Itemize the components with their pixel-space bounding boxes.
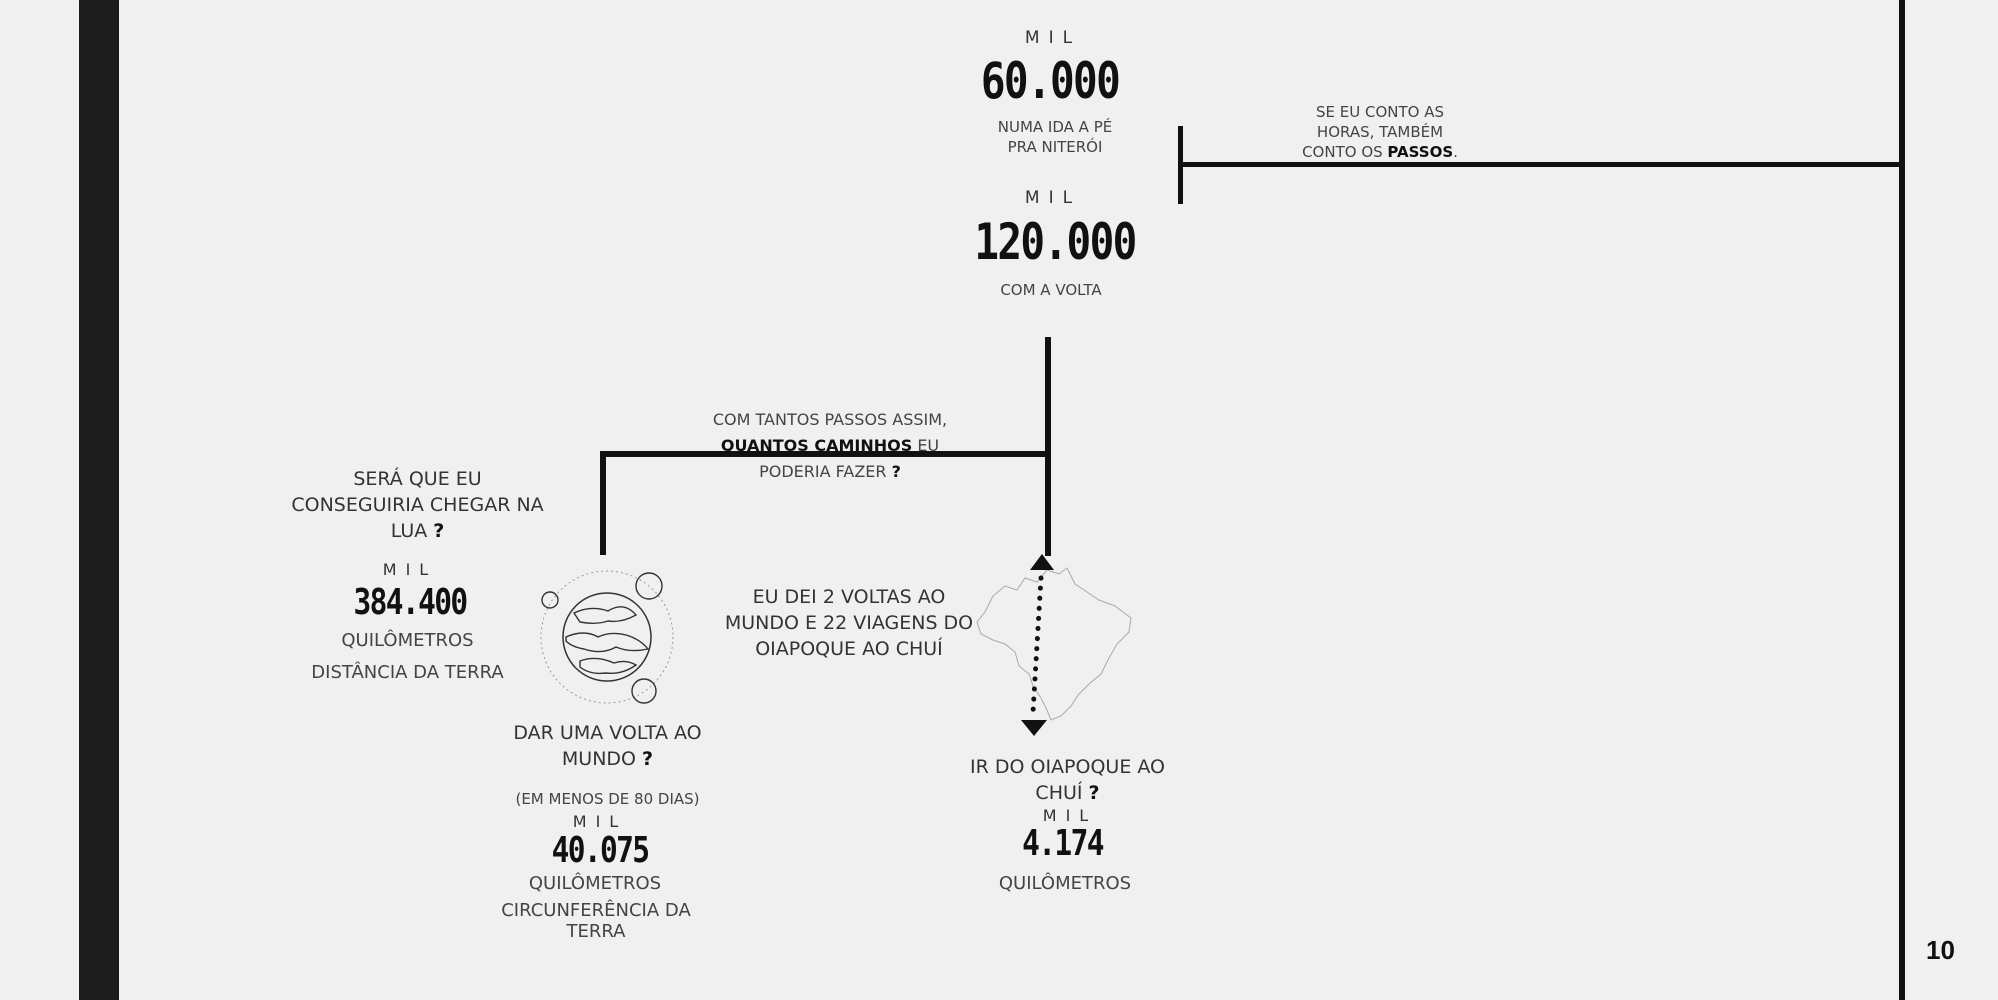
side-note-line2: HORAS, TAMBÉM (1316, 123, 1444, 141)
moon-question-line1: SERÁ QUE EU (353, 468, 482, 490)
center-question-line3: PODERIA FAZER ? (690, 459, 970, 485)
moon-left-icon (541, 591, 559, 609)
center-question-mark: ? (891, 462, 901, 481)
caption-ida-line1: NUMA IDA A PÉ (997, 118, 1113, 136)
brazil-map-icon (976, 554, 1132, 736)
center-question: COM TANTOS PASSOS ASSIM, QUANTOS CAMINHO… (690, 407, 970, 485)
side-note-line3: CONTO OS PASSOS. (1270, 142, 1490, 162)
world-question-line1: DAR UMA VOLTA AO (513, 722, 702, 744)
mil-label-world: MIL (572, 812, 628, 831)
side-note-line1: SE EU CONTO AS (1315, 103, 1444, 121)
center-vertical-line (1045, 337, 1051, 556)
moon-question-text: LUA (390, 520, 434, 542)
world-note: (EM MENOS DE 80 DIAS) (515, 790, 700, 808)
answer-line1: EU DEI 2 VOLTAS AO (752, 586, 946, 608)
earth-orbit-icon (540, 570, 674, 704)
brazil-question: IR DO OIAPOQUE AO CHUÍ ? (960, 754, 1175, 806)
side-note-bold: PASSOS (1387, 143, 1454, 161)
moon-unit: QUILÔMETROS (341, 630, 474, 651)
brazil-outline (976, 567, 1132, 721)
center-question-line1: COM TANTOS PASSOS ASSIM, (712, 410, 948, 429)
brazil-question-text: CHUÍ (1035, 782, 1089, 804)
caption-ida: NUMA IDA A PÉ PRA NITERÓI (960, 117, 1150, 157)
mil-label-top-a: MIL (1024, 28, 1082, 48)
mil-label-top-b: MIL (1024, 188, 1082, 208)
stat-40075: 40.075 (551, 830, 650, 871)
side-note: SE EU CONTO AS HORAS, TAMBÉM CONTO OS PA… (1270, 102, 1490, 162)
side-note-text: CONTO OS (1302, 143, 1388, 161)
center-question-bold: QUANTOS CAMINHOS (720, 436, 913, 455)
right-margin-line (1899, 0, 1905, 1000)
stat-384400: 384.400 (353, 582, 469, 623)
earth-globe (562, 592, 652, 682)
brazil-question-line1: IR DO OIAPOQUE AO (970, 756, 1165, 778)
dotted-arrow-line (1030, 575, 1044, 715)
side-note-period: . (1453, 143, 1458, 161)
world-question-text: MUNDO (561, 748, 643, 770)
caption-ida-line2: PRA NITERÓI (1007, 138, 1103, 156)
stat-120000: 120.000 (974, 213, 1137, 271)
moon-question-line2: CONSEGUIRIA CHEGAR NA (291, 494, 544, 516)
answer-text: EU DEI 2 VOLTAS AO MUNDO E 22 VIAGENS DO… (720, 584, 978, 662)
moon-bottom-icon (631, 678, 657, 704)
left-margin-bar (79, 0, 119, 1000)
answer-line3: OIAPOQUE AO CHUÍ (755, 638, 943, 660)
moon-top-icon (635, 572, 663, 600)
moon-desc: DISTÂNCIA DA TERRA (311, 662, 504, 683)
caption-volta: COM A VOLTA (1000, 281, 1102, 299)
moon-question: SERÁ QUE EU CONSEGUIRIA CHEGAR NA LUA ? (285, 466, 550, 544)
page-number: 10 (1926, 935, 1955, 965)
world-desc: CIRCUNFERÊNCIA DA TERRA (501, 900, 691, 942)
world-question: DAR UMA VOLTA AO MUNDO ? (490, 720, 725, 772)
bracket-horizontal (1180, 162, 1902, 167)
mil-label-brazil: MIL (1042, 806, 1098, 825)
moon-question-line3: LUA ? (285, 518, 550, 544)
continent-shape (579, 657, 638, 675)
continent-shape (565, 632, 650, 653)
mil-label-moon: MIL (382, 560, 438, 579)
center-question-line2: QUANTOS CAMINHOS EU (690, 433, 970, 459)
answer-line2: MUNDO E 22 VIAGENS DO (724, 612, 974, 634)
brazil-unit: QUILÔMETROS (998, 873, 1132, 894)
center-question-end: PODERIA FAZER (759, 462, 892, 481)
arrow-down-head (1021, 720, 1047, 736)
arrow-up-head (1030, 554, 1054, 570)
center-question-rest: EU (912, 436, 940, 455)
branch-horizontal-line (600, 451, 1051, 457)
stat-60000: 60.000 (980, 52, 1121, 110)
brazil-question-mark: ? (1088, 782, 1100, 804)
moon-question-mark: ? (433, 520, 445, 542)
world-unit: QUILÔMETROS (528, 873, 662, 894)
world-question-line2: MUNDO ? (490, 746, 725, 772)
world-question-mark: ? (642, 748, 654, 770)
orbit-ring (540, 570, 674, 704)
branch-left-drop (600, 451, 606, 555)
stat-4174: 4.174 (1022, 823, 1104, 864)
continent-shape (572, 606, 638, 624)
brazil-question-line2: CHUÍ ? (960, 780, 1175, 806)
